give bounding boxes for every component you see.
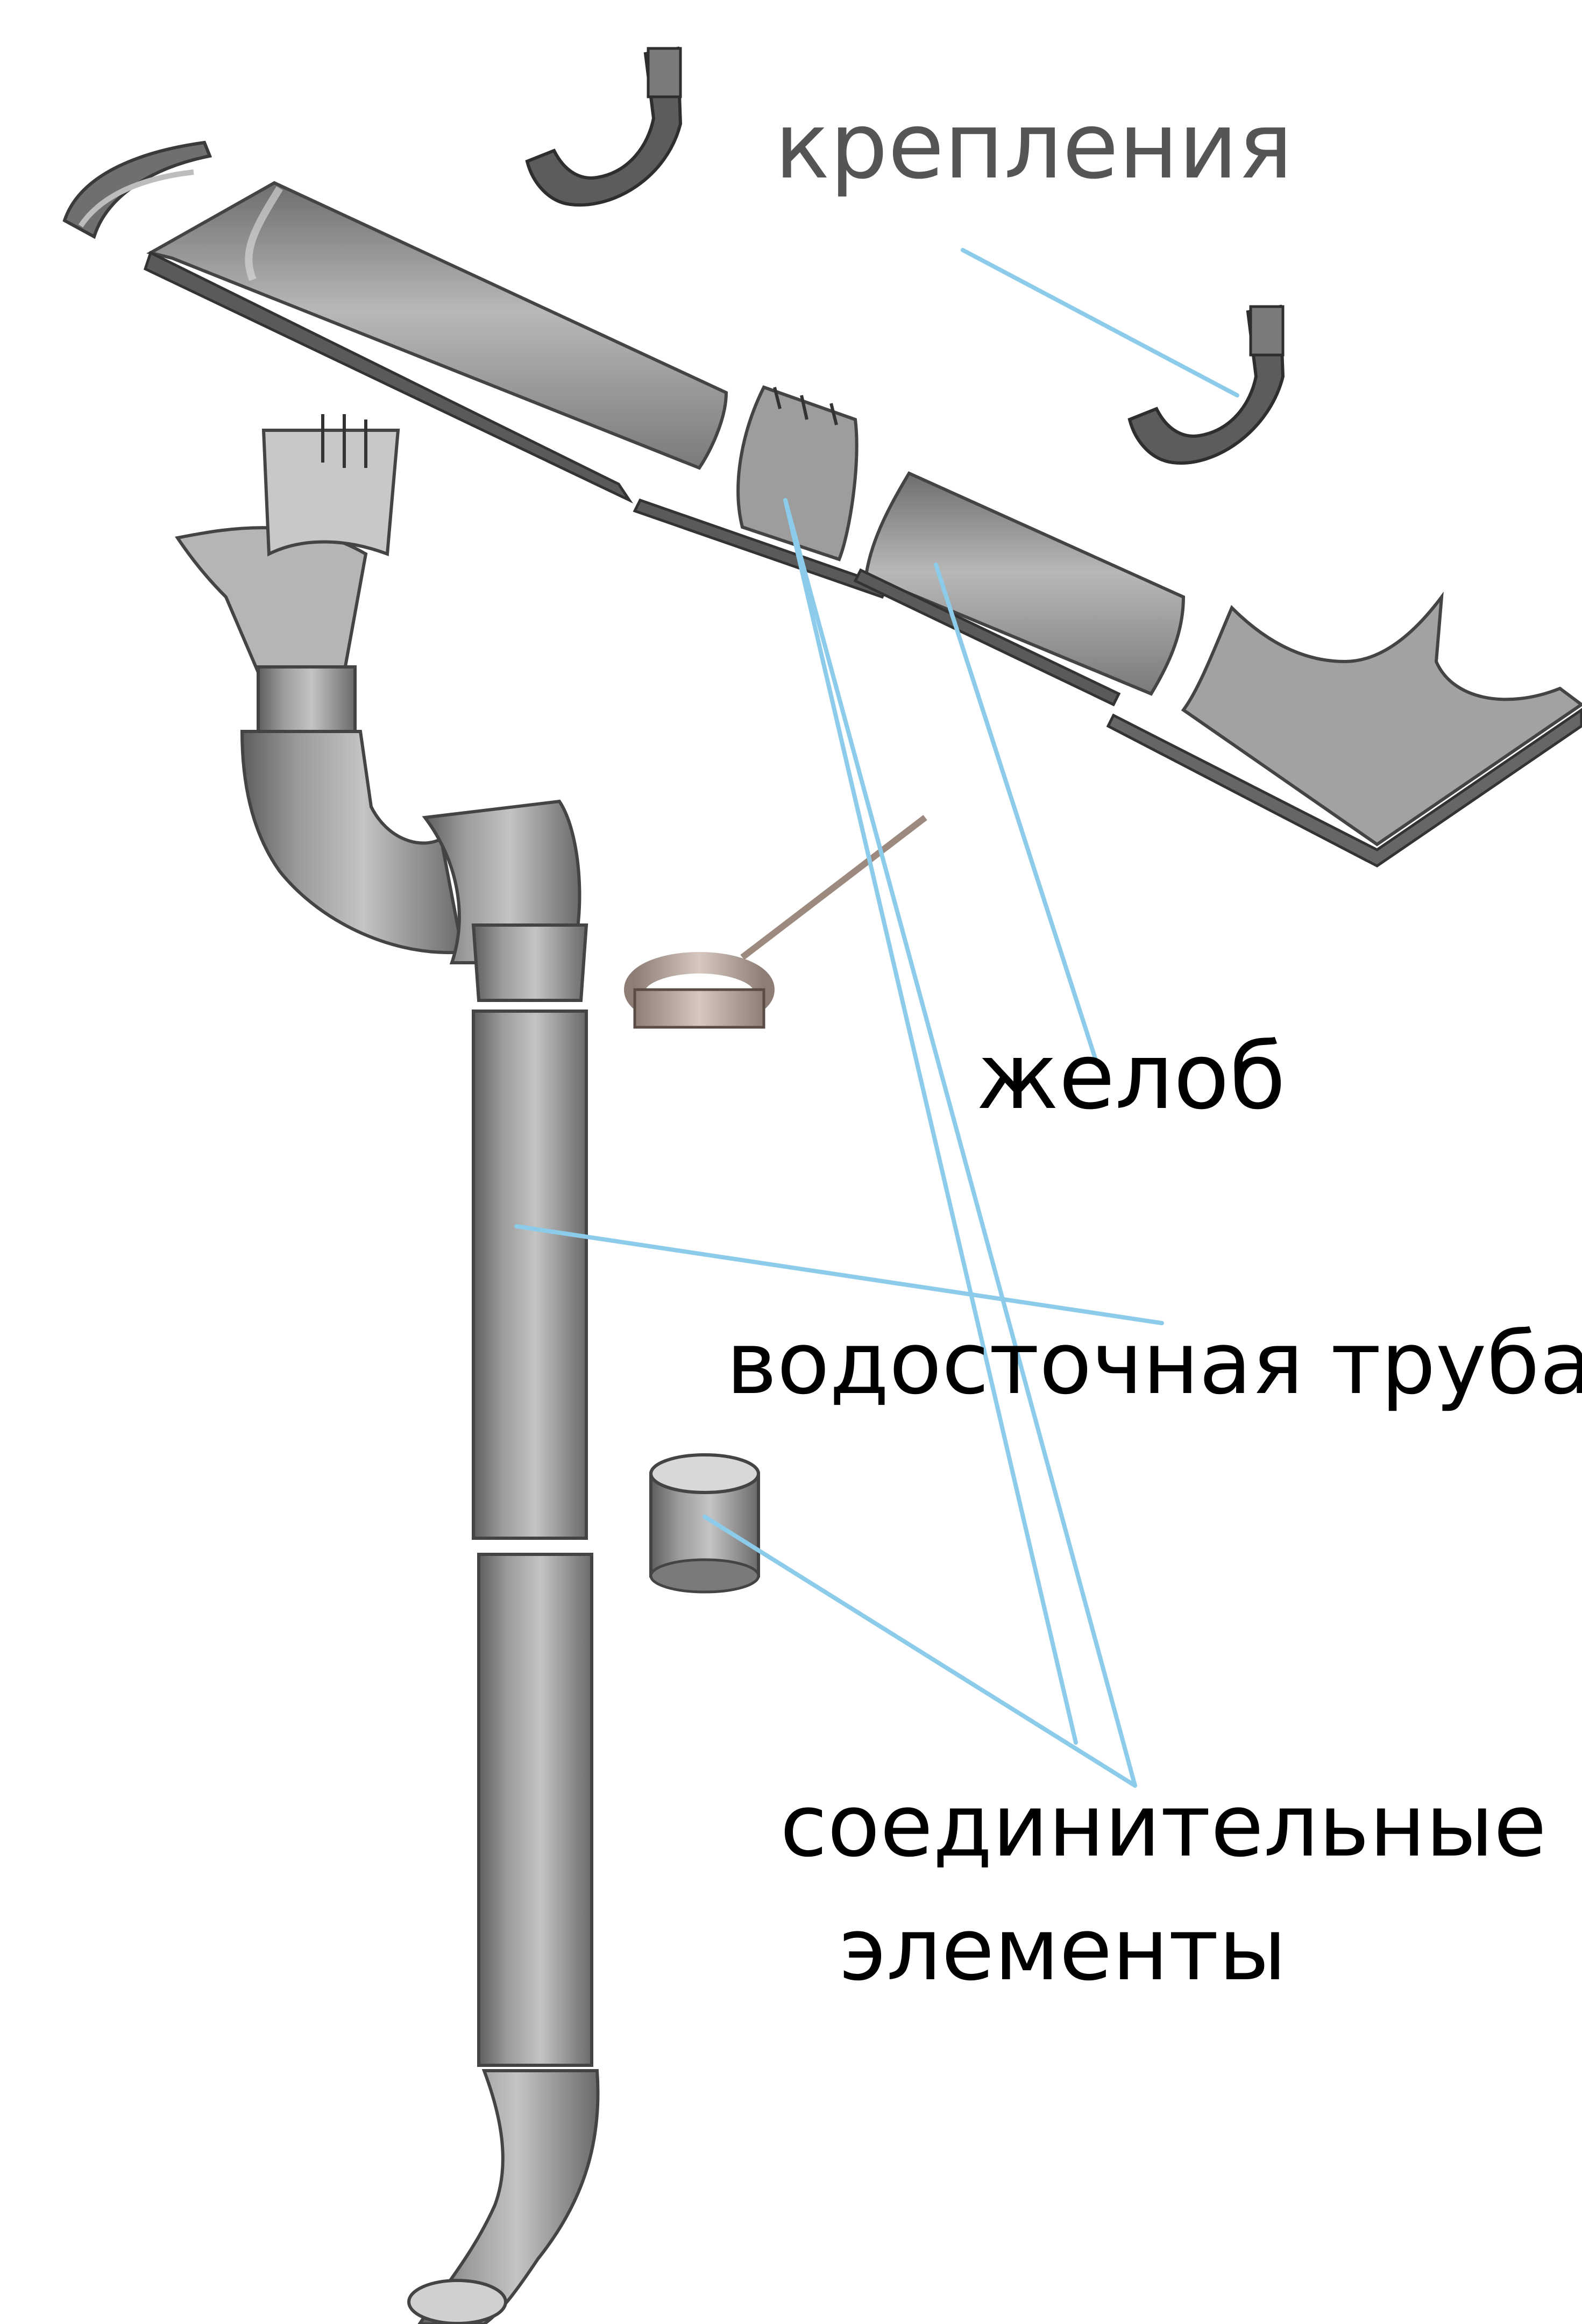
gutter-connector [633, 385, 890, 599]
label-downpipe: водосточная труба [726, 1313, 1582, 1413]
leader-downpipe [514, 1224, 1164, 1325]
gutter-corner [1106, 591, 1582, 868]
pipe-clamp [624, 815, 927, 1029]
label-connectors-line1: соединительные [780, 1775, 1546, 1876]
downpipe-section-lower [477, 1553, 593, 2067]
leader-connector-b [703, 1515, 1137, 1788]
leader-gutter [934, 563, 1099, 1067]
gutter-bracket-top [525, 46, 683, 207]
gutter-trough [143, 181, 728, 504]
downpipe-outlet [407, 2069, 600, 2324]
label-connectors-line2: элементы [839, 1899, 1287, 2000]
downpipe-funnel [175, 414, 400, 733]
label-fasteners: крепления [775, 93, 1293, 200]
leader-fasteners [961, 248, 1239, 397]
leader-lines [514, 248, 1239, 1788]
leader-connector-c [783, 498, 1078, 1745]
gutter-segment [853, 471, 1186, 707]
gutter-bracket-right [1127, 304, 1285, 465]
pipe-coupling [649, 1453, 760, 1594]
label-gutter: желоб [976, 1024, 1286, 1130]
downpipe-section-upper [472, 1010, 588, 1540]
downpipe-elbow [240, 730, 588, 1002]
leader-connector-a [783, 498, 1137, 1788]
gutter-end-cap [62, 140, 212, 239]
